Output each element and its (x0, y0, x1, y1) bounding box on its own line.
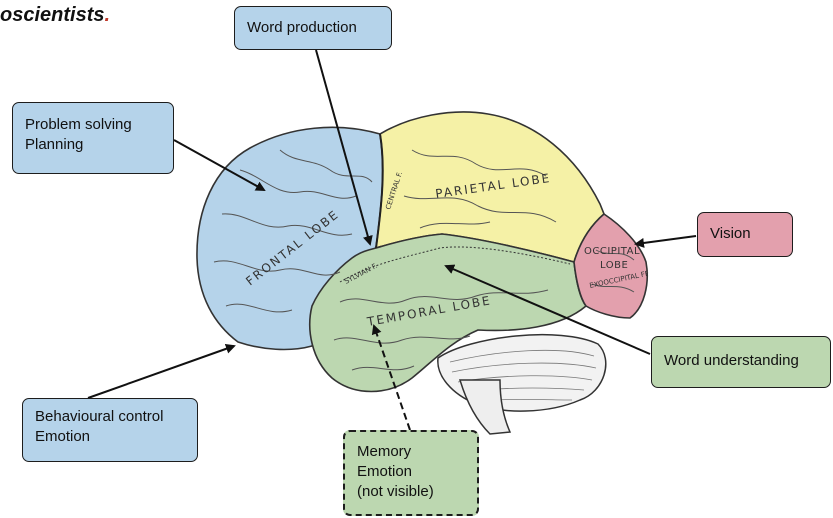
callout-problem-solving-line1: Problem solving (25, 115, 161, 135)
behavioural-arrow (88, 346, 234, 398)
callout-word-understanding-line1: Word understanding (664, 345, 818, 377)
callout-word-production-line1: Word production (247, 15, 379, 41)
callout-behavioural-line1: Behavioural control (35, 407, 185, 427)
vision-arrow (636, 236, 696, 244)
callout-memory: Memory Emotion (not visible) (343, 430, 479, 516)
callout-behavioural-line2: Emotion (35, 427, 185, 447)
callout-problem-solving: Problem solving Planning (12, 102, 174, 174)
callout-memory-line1: Memory (357, 442, 465, 462)
occipital-lobe-label-line2: LOBE (600, 260, 628, 271)
callout-vision: Vision (697, 212, 793, 257)
occipital-lobe-label-line1: OCCIPITAL (584, 246, 640, 257)
callout-word-production: Word production (234, 6, 392, 50)
callout-word-understanding: Word understanding (651, 336, 831, 388)
callout-problem-solving-line2: Planning (25, 135, 161, 155)
callout-memory-line3: (not visible) (357, 482, 465, 502)
cerebellum (438, 335, 606, 411)
callout-memory-line2: Emotion (357, 462, 465, 482)
callout-vision-line1: Vision (710, 221, 780, 247)
callout-behavioural-control: Behavioural control Emotion (22, 398, 198, 462)
